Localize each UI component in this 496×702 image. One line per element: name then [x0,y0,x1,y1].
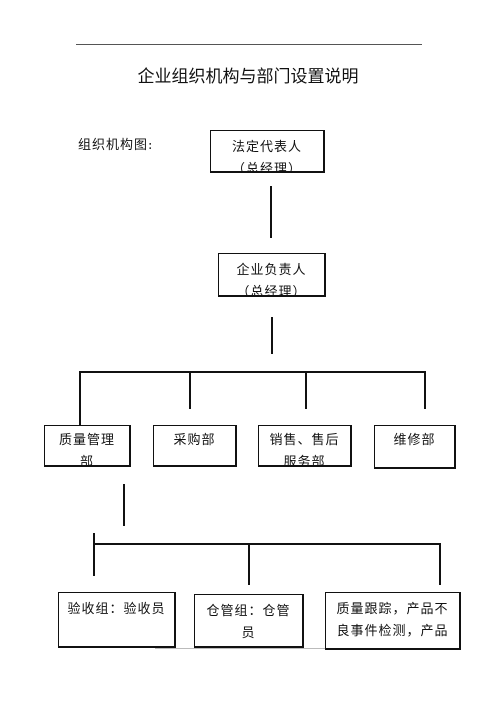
box-quality-tracking: 质量跟踪，产品不 良事件检测，产品 [325,592,461,650]
connector-quality-to-bus [123,484,125,526]
footer-rule [155,648,360,649]
subunit-drop-left [93,533,95,576]
dept-drop-2 [189,371,191,409]
box-enterprise-head-line1: 企业负责人 [236,263,307,278]
connector-head-to-bus [271,317,273,354]
box-dept-quality-line1: 质量管理 [58,433,115,448]
box-dept-maintenance: 维修部 [374,425,456,469]
box-dept-quality-line2: 部 [79,455,94,467]
box-dept-maintenance-line1: 维修部 [393,433,436,448]
box-warehouse-group-line1: 仓管组：仓管 [206,604,291,619]
box-warehouse-group: 仓管组：仓管 员 [194,594,304,648]
box-dept-sales-service: 销售、售后 服务部 [258,425,352,467]
dept-drop-1 [79,371,81,425]
box-acceptance-group-line1: 验收组：验收员 [67,602,166,617]
box-enterprise-head: 企业负责人 （总经理） [218,253,326,297]
dept-drop-4 [424,371,426,409]
box-legal-representative-line2: （总经理） [231,162,302,173]
box-dept-purchasing-line1: 采购部 [173,433,216,448]
subunit-drop-right [439,543,441,585]
box-dept-sales-service-line1: 销售、售后 [269,433,340,448]
connector-legal-to-head [270,186,272,238]
dept-drop-3 [305,371,307,409]
subunit-bus-line [93,543,440,545]
box-enterprise-head-line2: （总经理） [236,285,307,297]
box-quality-tracking-line2: 良事件检测，产品 [336,624,449,639]
header-rule [76,44,422,45]
box-legal-representative-line1: 法定代表人 [231,140,302,155]
box-dept-purchasing: 采购部 [153,425,237,467]
box-dept-quality: 质量管理 部 [44,425,131,467]
box-dept-sales-service-line2: 服务部 [283,455,326,467]
box-acceptance-group: 验收组：验收员 [58,592,176,648]
page-title: 企业组织机构与部门设置说明 [137,67,359,87]
dept-bus-line [79,371,426,373]
org-chart-label: 组织机构图: [78,138,154,153]
box-warehouse-group-line2: 员 [241,626,256,641]
box-quality-tracking-line1: 质量跟踪，产品不 [336,602,449,617]
subunit-drop-middle [248,543,250,585]
box-legal-representative: 法定代表人 （总经理） [210,130,325,173]
